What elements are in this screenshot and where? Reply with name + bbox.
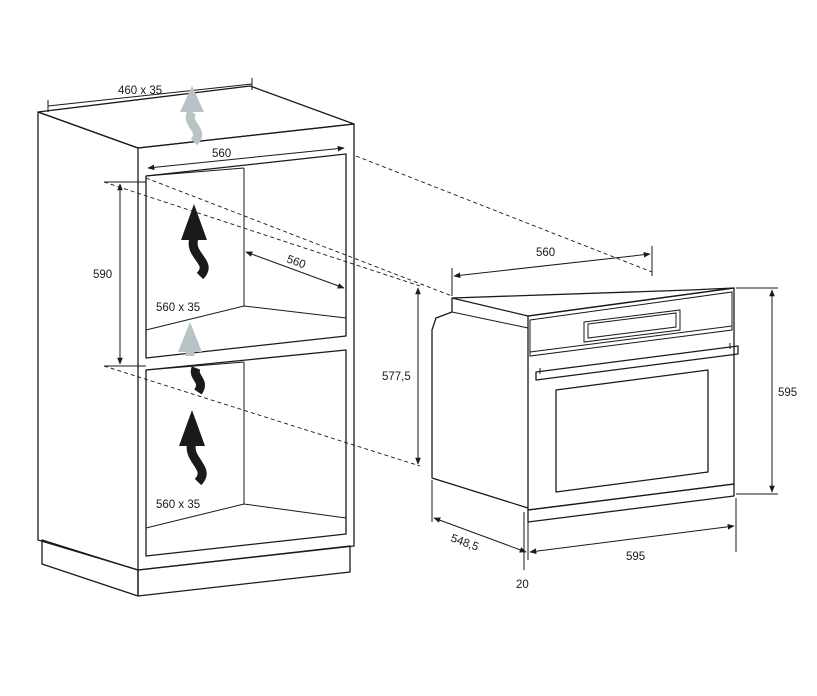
label-niche-depth: 560: [285, 254, 307, 272]
oven-display: [583, 309, 681, 343]
dim-line-niche-depth: [245, 251, 345, 289]
lower-niche: [145, 349, 347, 557]
airflow-arrow-top-icon: [180, 86, 204, 146]
airflow-arrow-lower-icon: [179, 410, 207, 486]
airflow-arrow-mid-dark-icon: [190, 366, 205, 395]
built-in-oven: 560 577,5 595 548,5 595 20: [382, 246, 797, 591]
oven-side-body: [431, 298, 529, 509]
dim-line-oven-depth: [433, 517, 527, 553]
oven-front-panel: [527, 287, 735, 511]
oven-door-window: [555, 369, 709, 493]
dim-line-oven-front-width: [529, 524, 735, 554]
label-vent-top: 460 x 35: [118, 85, 162, 97]
label-oven-total-height: 595: [778, 387, 797, 399]
oven-front-trim: [527, 483, 735, 523]
dim-line-inner-width: [147, 145, 345, 171]
label-oven-body-height: 577,5: [382, 371, 411, 383]
dim-line-oven-top-width: [453, 251, 651, 279]
label-oven-front-thickness: 20: [516, 579, 529, 591]
oven-door-handle: [535, 345, 739, 381]
label-vent-mid: 560 x 35: [156, 302, 200, 314]
label-oven-top-width: 560: [536, 247, 555, 259]
tall-cabinet: 460 x 35 560 590 560 560 x 35 560 x 35: [37, 78, 355, 597]
cabinet-side-panel: [37, 111, 139, 571]
dim-line-vent-top: [47, 83, 253, 107]
label-vent-bottom: 560 x 35: [156, 499, 200, 511]
upper-niche: [145, 153, 347, 359]
airflow-arrow-mid-light-icon: [178, 322, 202, 356]
label-oven-depth: 548,5: [449, 533, 480, 554]
label-inner-width: 560: [212, 148, 231, 160]
projection-lines: [103, 155, 653, 467]
airflow-arrow-upper-icon: [181, 204, 209, 280]
oven-top-surface: [451, 287, 735, 317]
label-niche-height: 590: [93, 269, 112, 281]
label-oven-front-width: 595: [626, 551, 645, 563]
cabinet-plinth-front: [137, 545, 351, 597]
cabinet-plinth-side: [41, 539, 139, 597]
oven-control-panel: [529, 291, 733, 357]
